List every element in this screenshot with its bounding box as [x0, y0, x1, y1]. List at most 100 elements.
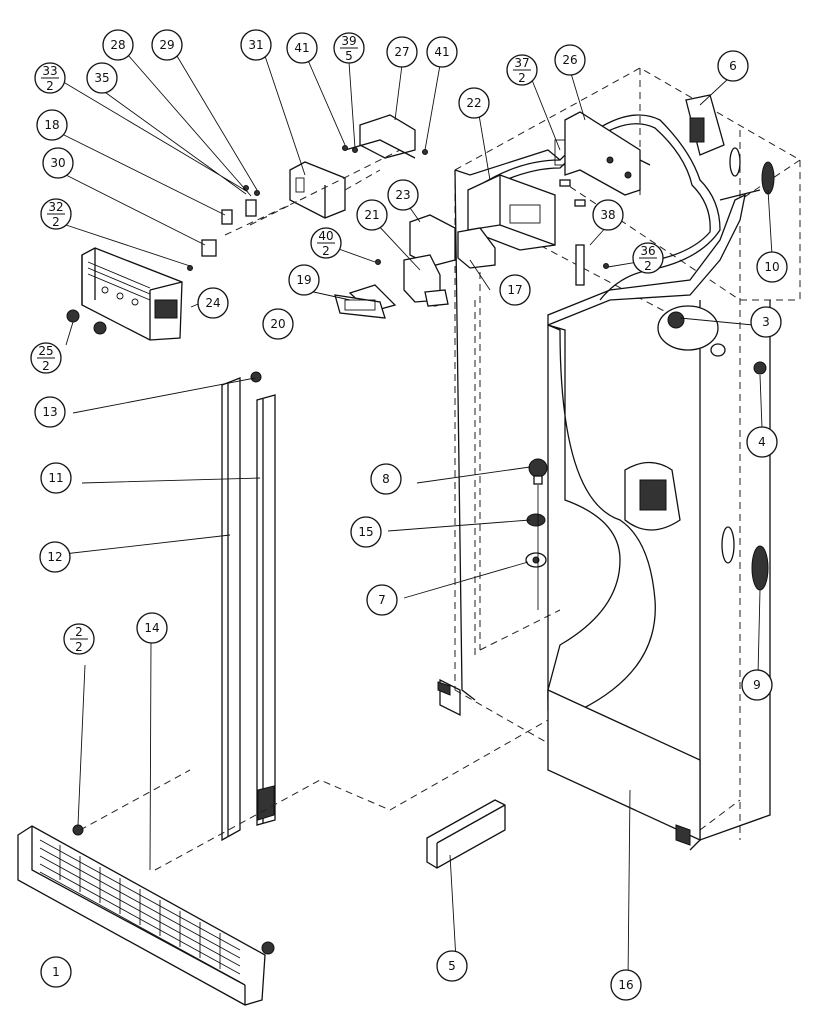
- door-trim-strips: [221, 371, 276, 842]
- toe-grille: [17, 719, 549, 1006]
- callout-number: 4: [758, 435, 766, 449]
- callout-circle: [350, 516, 382, 548]
- callout-5: 5: [436, 950, 468, 982]
- callout-circle: [102, 29, 134, 61]
- callout-number: 37: [514, 56, 529, 70]
- callout-13: 13: [34, 396, 66, 428]
- callout-25: 252: [30, 342, 62, 374]
- callout-31: 31: [240, 29, 272, 61]
- callout-number: 26: [562, 53, 577, 67]
- callout-number: 23: [395, 188, 410, 202]
- callout-number: 29: [159, 38, 174, 52]
- callout-circle: [458, 87, 490, 119]
- callout-38: 38: [592, 199, 624, 231]
- callout-circle: [40, 956, 72, 988]
- callout-quantity: 2: [322, 244, 330, 258]
- callout-quantity: 2: [75, 640, 83, 654]
- callout-quantity: 2: [518, 71, 526, 85]
- callout-number: 9: [753, 678, 761, 692]
- callout-circle: [750, 306, 782, 338]
- callout-quantity: 5: [345, 49, 353, 63]
- callout-number: 6: [729, 59, 737, 73]
- callout-1: 1: [40, 956, 72, 988]
- callout-number: 10: [764, 260, 779, 274]
- callout-40: 402: [310, 227, 342, 259]
- callout-number: 18: [44, 118, 59, 132]
- callout-30: 30: [42, 147, 74, 179]
- callout-circle: [286, 32, 318, 64]
- callout-14: 14: [136, 612, 168, 644]
- callout-number: 8: [382, 472, 390, 486]
- callout-quantity: 2: [52, 215, 60, 229]
- callout-17: 17: [499, 274, 531, 306]
- control-housing-parts: [187, 111, 641, 319]
- callout-circle: [40, 462, 72, 494]
- callout-32: 322: [40, 198, 72, 230]
- callout-7: 7: [366, 584, 398, 616]
- callout-23: 23: [387, 179, 419, 211]
- callout-number: 3: [762, 315, 770, 329]
- callout-circle: [610, 969, 642, 1001]
- callout-2: 22: [63, 623, 95, 655]
- callout-number: 36: [640, 244, 655, 258]
- callout-24: 24: [197, 287, 229, 319]
- callout-number: 7: [378, 593, 386, 607]
- callout-37: 372: [506, 54, 538, 86]
- callout-circle: [288, 264, 320, 296]
- callout-number: 30: [50, 156, 65, 170]
- callout-number: 21: [364, 208, 379, 222]
- callout-9: 9: [741, 669, 773, 701]
- callout-number: 17: [507, 283, 522, 297]
- callout-35: 35: [86, 62, 118, 94]
- callout-number: 5: [448, 959, 456, 973]
- dispenser-panel: [66, 247, 183, 341]
- callout-circle: [262, 308, 294, 340]
- callout-19: 19: [288, 264, 320, 296]
- callout-number: 40: [318, 229, 333, 243]
- callout-15: 15: [350, 516, 382, 548]
- callout-10: 10: [756, 251, 788, 283]
- callout-number: 24: [205, 296, 220, 310]
- callout-6: 6: [717, 50, 749, 82]
- callout-circle: [34, 396, 66, 428]
- leader-lines: [54, 54, 773, 981]
- callout-circle: [366, 584, 398, 616]
- callout-number: 41: [294, 41, 309, 55]
- callout-number: 38: [600, 208, 615, 222]
- callout-number: 27: [394, 45, 409, 59]
- callout-number: 2: [75, 625, 83, 639]
- callout-4: 4: [746, 426, 778, 458]
- callout-circle: [39, 541, 71, 573]
- callout-28: 28: [102, 29, 134, 61]
- callout-number: 12: [47, 550, 62, 564]
- callout-number: 16: [618, 978, 633, 992]
- callout-circle: [151, 29, 183, 61]
- callout-27: 27: [386, 36, 418, 68]
- callout-quantity: 2: [42, 359, 50, 373]
- callout-number: 35: [94, 71, 109, 85]
- callout-number: 39: [341, 34, 356, 48]
- callout-circle: [741, 669, 773, 701]
- callout-number: 14: [144, 621, 159, 635]
- callout-11: 11: [40, 462, 72, 494]
- callout-number: 11: [48, 471, 63, 485]
- callout-number: 25: [38, 344, 53, 358]
- callout-circle: [86, 62, 118, 94]
- callout-number: 28: [110, 38, 125, 52]
- callout-number: 32: [48, 200, 63, 214]
- callout-circle: [136, 612, 168, 644]
- callout-22: 22: [458, 87, 490, 119]
- callout-39: 395: [333, 32, 365, 64]
- callout-circle: [554, 44, 586, 76]
- callout-8: 8: [370, 463, 402, 495]
- callout-number: 22: [466, 96, 481, 110]
- callout-29: 29: [151, 29, 183, 61]
- callout-number: 19: [296, 273, 311, 287]
- refrigerator-cabinet: [437, 67, 801, 851]
- callout-circle: [436, 950, 468, 982]
- callout-21: 21: [356, 199, 388, 231]
- callout-16: 16: [610, 969, 642, 1001]
- callout-18: 18: [36, 109, 68, 141]
